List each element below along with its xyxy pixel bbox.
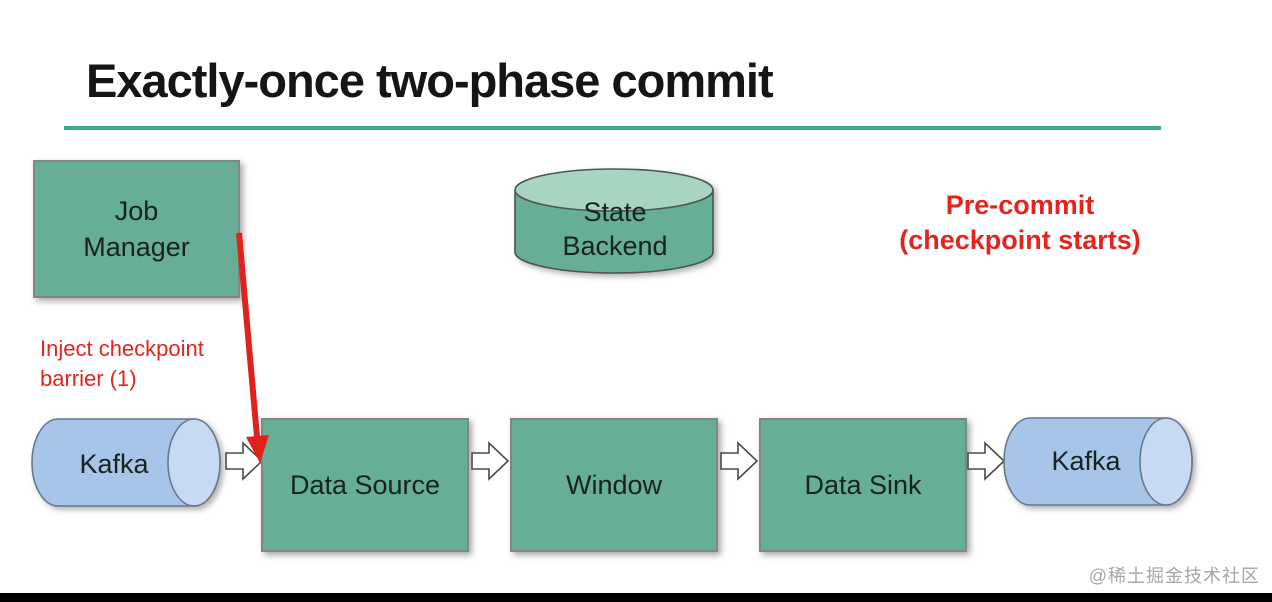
state-backend-label-line2: Backend <box>562 231 668 261</box>
inject-barrier-annotation: Inject checkpoint barrier (1) <box>40 334 204 394</box>
kafka-sink-cylinder-icon <box>1003 417 1193 506</box>
state-backend-label: State Backend <box>505 195 725 263</box>
title-underline <box>64 126 1161 130</box>
data-sink-label: Data Sink <box>804 470 922 500</box>
job-manager-node: Job Manager <box>33 160 240 298</box>
job-manager-label-line1: Job <box>114 196 159 226</box>
kafka-sink-label: Kafka <box>1051 446 1121 476</box>
pre-commit-line2: (checkpoint starts) <box>899 225 1141 255</box>
data-source-label: Data Source <box>289 470 441 500</box>
flow-arrow-icon <box>225 441 264 481</box>
page-title: Exactly-once two-phase commit <box>86 54 774 107</box>
data-source-node: Data Source <box>261 418 469 552</box>
kafka-source-label: Kafka <box>79 449 149 479</box>
window-label: Window <box>565 470 663 500</box>
inject-barrier-line2: barrier (1) <box>40 366 137 391</box>
pre-commit-annotation: Pre-commit (checkpoint starts) <box>870 188 1170 258</box>
state-backend-label-line1: State <box>583 197 647 227</box>
flow-arrow-icon <box>967 441 1006 481</box>
pre-commit-line1: Pre-commit <box>945 190 1095 220</box>
flow-arrow-icon <box>471 441 510 481</box>
watermark: @稀土掘金技术社区 <box>1088 566 1260 586</box>
job-manager-label-line2: Manager <box>83 232 190 262</box>
flow-arrow-icon <box>720 441 759 481</box>
window-node: Window <box>510 418 718 552</box>
state-backend-cylinder-icon <box>514 168 714 274</box>
data-sink-node: Data Sink <box>759 418 967 552</box>
bottom-bar <box>0 593 1272 602</box>
inject-barrier-line1: Inject checkpoint <box>40 336 204 361</box>
kafka-source-cylinder-icon <box>31 418 221 507</box>
